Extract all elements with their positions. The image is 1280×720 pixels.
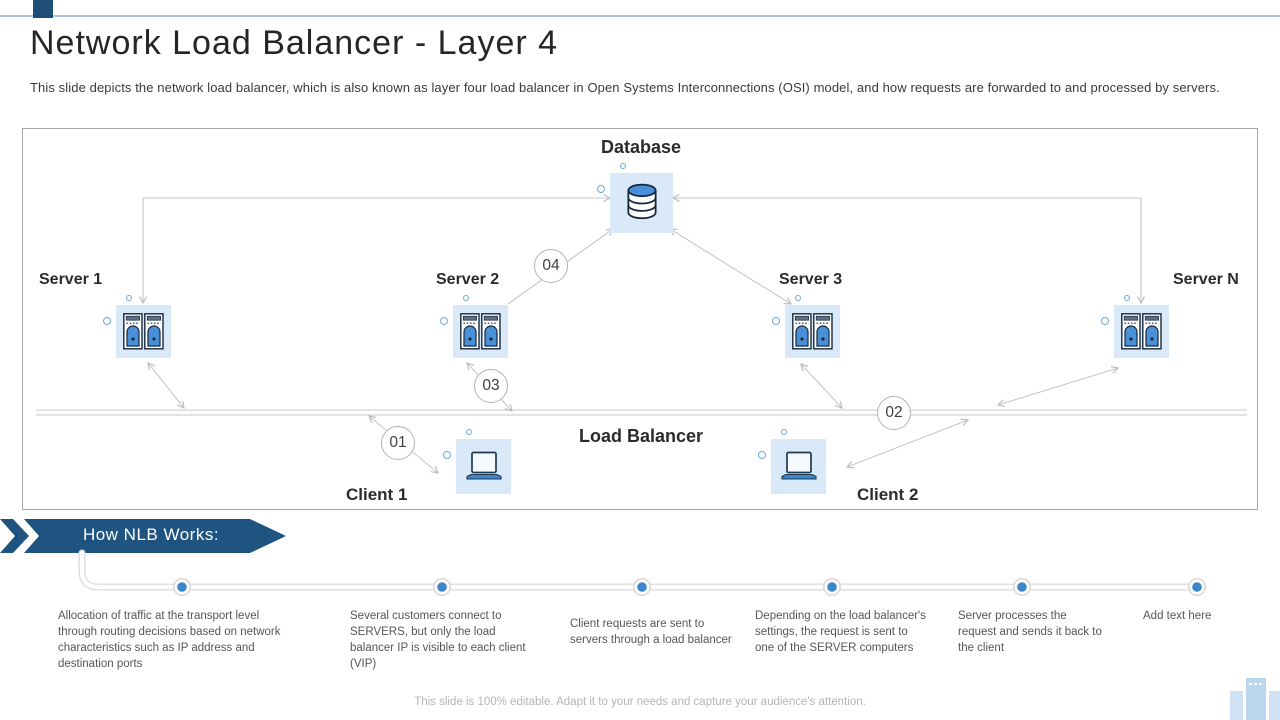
arrow-database-serverN — [673, 198, 1141, 303]
serverN-tile — [1101, 295, 1169, 358]
server-icon — [123, 313, 164, 350]
serverN-label: Server N — [1173, 271, 1239, 288]
timeline-dots — [173, 578, 1206, 596]
connector-lines — [36, 129, 1247, 511]
step-text-3: Client requests are sent to servers thro… — [570, 618, 732, 646]
how-nlb-banner-label: How NLB Works: — [82, 525, 220, 544]
server3-tile — [772, 295, 840, 358]
decor-circle — [772, 317, 780, 325]
decor-circle — [443, 451, 451, 459]
arrow-client2-bus — [847, 420, 968, 467]
step-badge-03: 03 — [474, 369, 508, 403]
step-text-4: Depending on the load balancer's setting… — [755, 610, 926, 654]
timeline-track — [78, 549, 1207, 596]
decor-circle — [1124, 295, 1130, 301]
server-icon — [792, 313, 833, 350]
top-accent-square — [33, 0, 53, 18]
load-balancer-label: Load Balancer — [578, 426, 704, 446]
database-icon — [626, 183, 657, 220]
server2-label: Server 2 — [436, 271, 500, 288]
step-text-6-placeholder[interactable]: Add text here — [1143, 610, 1212, 622]
arrow-server3-bus — [801, 364, 842, 408]
step-text-2: Several customers connect to SERVERS, bu… — [350, 610, 526, 670]
server-icon — [460, 313, 501, 350]
decor-circle — [126, 295, 132, 301]
server3-label: Server 3 — [779, 271, 843, 288]
decor-circle — [620, 163, 626, 169]
decor-circle — [795, 295, 801, 301]
step-badge-02: 02 — [877, 396, 911, 430]
top-accent-line — [0, 15, 1280, 17]
step-text-5: Server processes the request and sends i… — [958, 610, 1102, 654]
client2-tile — [758, 429, 826, 494]
network-diagram-panel: Database Server 1 Server 2 Server 3 Serv… — [22, 128, 1258, 510]
timeline-track-inner — [79, 550, 1206, 590]
footer-note: This slide is 100% editable. Adapt it to… — [414, 696, 866, 708]
step-badge-01: 01 — [381, 426, 415, 460]
client1-tile — [443, 429, 511, 494]
client1-label: Client 1 — [346, 485, 408, 504]
step-badge-04: 04 — [534, 249, 568, 283]
decor-circle — [463, 295, 469, 301]
server1-tile — [103, 295, 171, 358]
arrow-database-server3 — [670, 229, 791, 304]
client2-label: Client 2 — [857, 485, 919, 504]
laptop-icon — [780, 451, 817, 480]
decor-circle — [781, 429, 787, 435]
slide-subtitle: This slide depicts the network load bala… — [30, 80, 1220, 95]
arrow-database-server1 — [143, 198, 610, 303]
decor-circle — [758, 451, 766, 459]
server1-label: Server 1 — [39, 271, 103, 288]
how-nlb-banner-shape — [0, 519, 286, 553]
decor-circle — [103, 317, 111, 325]
decor-circle — [466, 429, 472, 435]
step-text-1: Allocation of traffic at the transport l… — [58, 610, 281, 670]
database-label: Database — [600, 137, 682, 157]
server2-tile — [440, 295, 508, 358]
database-tile — [597, 163, 673, 233]
arrow-serverN-bus — [998, 368, 1118, 405]
laptop-icon — [465, 451, 502, 480]
server-icon — [1121, 313, 1162, 350]
decor-circle — [597, 185, 605, 193]
page-title: Network Load Balancer - Layer 4 — [30, 24, 559, 62]
decor-circle — [440, 317, 448, 325]
decor-circle — [1101, 317, 1109, 325]
arrow-server1-bus — [148, 363, 184, 408]
